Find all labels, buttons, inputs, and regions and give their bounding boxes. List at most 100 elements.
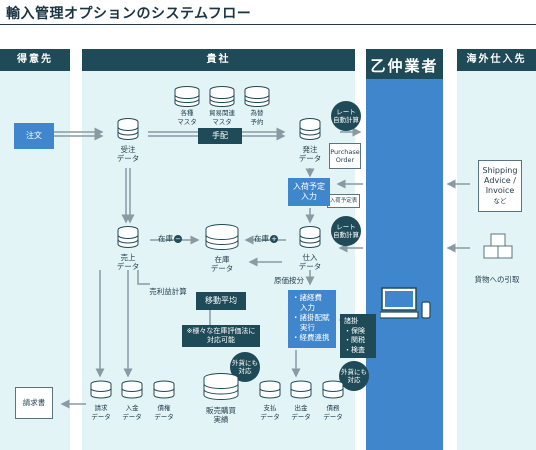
sales-purchase-line1: 販売購買 xyxy=(206,406,236,415)
valuation-line2: 対応可能 xyxy=(207,336,235,344)
master-db-3 xyxy=(243,86,271,112)
master-label-3-line1: 為替 xyxy=(250,109,264,117)
bottom-data-withdrawal-l1: 出金 xyxy=(294,404,308,412)
stock-in-data-label-1: 仕入 xyxy=(302,253,318,262)
master-label-1: 各種マスタ xyxy=(167,109,207,127)
fx-badge-2-line2: 対応 xyxy=(347,376,361,384)
order-data-label-2: データ xyxy=(116,154,140,163)
fx-badge-1-line1: 外貨にも xyxy=(232,359,258,367)
database-icon xyxy=(205,224,239,250)
shipping-line4: など xyxy=(493,197,507,205)
purchase-data-label-2: データ xyxy=(298,154,322,163)
bottom-data-receipt: 入金 データ xyxy=(119,380,145,422)
bottom-data-receivable-l1: 債権 xyxy=(157,404,171,412)
purchase-data-label-1: 発注 xyxy=(302,145,318,154)
shipping-line3: Invoice xyxy=(485,186,515,195)
bottom-data-payable: 債務 データ xyxy=(320,380,346,422)
cost-allocation-label: 原価按分 xyxy=(274,276,304,285)
customer-column xyxy=(0,49,70,450)
database-icon xyxy=(299,118,321,140)
fx-badge-2: 外貨にも対応 xyxy=(339,361,369,391)
minus-icon: − xyxy=(174,235,182,243)
vendor-costs-item1: ・保険 xyxy=(344,326,365,335)
company-column-header: 貴社 xyxy=(82,49,355,71)
title-divider xyxy=(0,24,536,25)
database-icon xyxy=(244,86,270,107)
valuation-line1: ※様々な在庫評価法に xyxy=(186,327,256,335)
arrival-input-line2: 入力 xyxy=(301,192,317,201)
profit-calc-label: 売利益計算 xyxy=(149,287,187,296)
bottom-data-receipt-l2: データ xyxy=(122,413,142,421)
rate-auto-badge-1-line1: レート xyxy=(336,108,356,116)
expense-list-box: ・諸経費 入力 ・諸掛配賦 実行 ・経費連携 xyxy=(288,290,336,348)
inventory-data-node: 在庫 データ xyxy=(200,223,244,273)
page-title: 輸入管理オプションのシステムフロー xyxy=(6,6,252,22)
master-db-2 xyxy=(208,86,236,112)
order-data-node: 受注 データ xyxy=(108,117,148,163)
bottom-data-invoice-l1: 請求 xyxy=(94,404,108,412)
database-icon xyxy=(322,380,344,399)
bottom-data-payable-l1: 債務 xyxy=(326,404,340,412)
rate-auto-badge-1-line2: 自動計算 xyxy=(333,116,359,124)
database-icon xyxy=(153,380,175,399)
stock-in-data-label-2: データ xyxy=(298,262,322,271)
order-box: 注文 xyxy=(14,123,54,149)
bottom-data-payment-l2: データ xyxy=(260,413,280,421)
vendor-column-header: 乙仲業者 xyxy=(370,57,439,75)
database-icon xyxy=(174,86,200,107)
arrange-box: 手配 xyxy=(198,128,242,144)
order-data-label-1: 受注 xyxy=(120,145,136,154)
database-icon xyxy=(117,118,139,140)
stock-in-data-node: 仕入 データ xyxy=(290,225,330,271)
master-label-3-line2: 予約 xyxy=(250,118,264,126)
bottom-data-invoice: 請求 データ xyxy=(88,380,114,422)
bottom-data-payable-l2: データ xyxy=(323,413,343,421)
master-db-1 xyxy=(173,86,201,112)
moving-average-box: 移動平均 xyxy=(196,292,246,310)
bottom-data-payment: 支払 データ xyxy=(257,380,283,422)
expense-line4: 実行 xyxy=(300,323,315,332)
valuation-note-box: ※様々な在庫評価法に対応可能 xyxy=(182,325,260,347)
database-icon xyxy=(117,226,139,248)
vendor-column-header-bg xyxy=(366,49,443,79)
database-icon xyxy=(299,226,321,248)
database-icon xyxy=(90,380,112,399)
expense-line5: ・経費連携 xyxy=(292,333,330,342)
customer-column-header: 得意先 xyxy=(0,49,70,71)
purchase-order-line2: Order xyxy=(335,156,355,164)
arrival-input-box: 入荷予定入力 xyxy=(288,178,330,206)
sales-data-label-1: 売上 xyxy=(120,253,136,262)
expense-line3: ・諸掛配賦 xyxy=(292,313,330,322)
database-icon xyxy=(209,86,235,107)
inventory-minus-label: 在庫− xyxy=(158,234,198,243)
purchase-data-node: 発注 データ xyxy=(290,117,330,163)
invoice-document: 請求書 xyxy=(15,387,53,419)
master-label-2: 貿易関連マスタ xyxy=(200,109,244,127)
sales-data-label-2: データ xyxy=(116,262,140,271)
purchase-order-line1: Purchase xyxy=(330,148,360,156)
rate-auto-badge-2-line1: レート xyxy=(336,223,356,231)
computer-icon-graphic xyxy=(379,287,431,319)
rate-auto-badge-2-line2: 自動計算 xyxy=(333,231,359,239)
bottom-data-invoice-l2: データ xyxy=(91,413,111,421)
inventory-plus-label: 在庫+ xyxy=(254,234,294,243)
bottom-data-withdrawal: 出金 データ xyxy=(288,380,314,422)
database-icon xyxy=(121,380,143,399)
vendor-costs-box: 諸掛 ・保険 ・関税 ・検査 xyxy=(340,314,376,358)
master-label-3: 為替予約 xyxy=(237,109,277,127)
database-icon xyxy=(290,380,312,399)
inventory-minus-text: 在庫 xyxy=(158,234,173,243)
master-label-1-line2: マスタ xyxy=(177,118,197,126)
overseas-column-header: 海外仕入先 xyxy=(457,49,536,71)
fx-badge-2-line1: 外貨にも xyxy=(341,368,367,376)
rate-auto-badge-1: レート自動計算 xyxy=(331,101,361,131)
arrival-schedule-document: 入荷予定表 xyxy=(327,194,360,208)
vendor-column xyxy=(366,49,443,450)
cargo-boxes-icon xyxy=(481,232,517,262)
expense-line2: 入力 xyxy=(300,303,315,312)
sales-purchase-results-node: 販売購買 実績 xyxy=(197,372,245,424)
master-label-2-line2: マスタ xyxy=(212,118,232,126)
expense-line1: ・諸経費 xyxy=(292,293,322,302)
